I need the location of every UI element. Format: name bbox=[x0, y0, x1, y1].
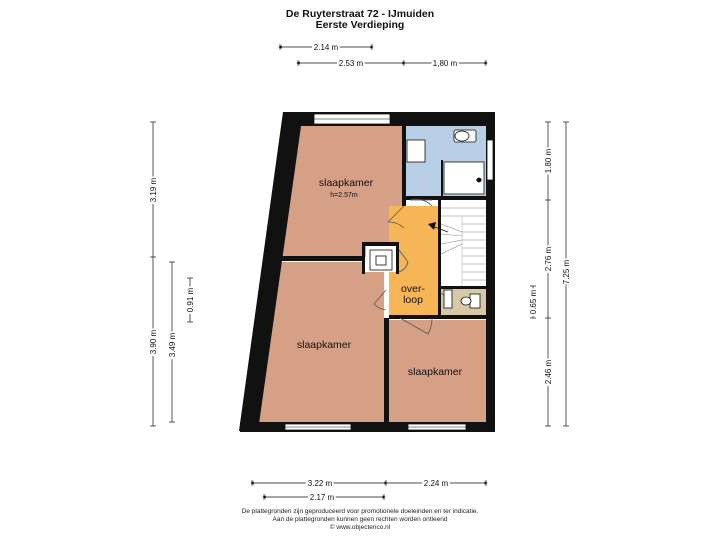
dimension-right-small bbox=[530, 285, 536, 319]
stairs-area bbox=[441, 200, 486, 288]
dimension-left-outer bbox=[150, 121, 156, 427]
dim-label-left-2: 3.90 m bbox=[149, 329, 158, 354]
plan-address: De Ruyterstraat 72 - IJmuiden bbox=[285, 8, 435, 20]
wall-bedroom-divider bbox=[276, 256, 363, 261]
south-wall bbox=[240, 422, 495, 432]
bedroom-top-fill bbox=[278, 126, 404, 257]
dimension-bottom-1 bbox=[250, 480, 488, 486]
sink-wc-icon bbox=[443, 289, 453, 309]
east-wall bbox=[486, 112, 495, 432]
wall-top-room-east bbox=[402, 126, 406, 206]
window-east-bath bbox=[486, 139, 494, 181]
west-wall bbox=[239, 112, 303, 431]
room-label-bedroom-right: slaapkamer bbox=[408, 366, 463, 378]
room-label-landing-2: loop bbox=[403, 294, 423, 306]
door-right-bedroom bbox=[399, 317, 433, 335]
dimension-right-inner bbox=[545, 121, 551, 427]
dimension-right-outer bbox=[563, 121, 569, 427]
toilet-bath-icon bbox=[453, 129, 477, 143]
plan-floor-name: Eerste Verdieping bbox=[315, 19, 405, 31]
dim-label-top-1: 2.14 m bbox=[314, 43, 339, 52]
dim-label-right-5: 2.46 m bbox=[544, 359, 553, 384]
dim-label-right-4: 0.65 m bbox=[529, 289, 538, 314]
dim-label-bottom-1a: 3.22 m bbox=[308, 479, 333, 488]
dim-label-left-4: 0.91 m bbox=[186, 287, 195, 312]
dim-label-right-1: 1.80 m bbox=[544, 148, 553, 173]
dim-label-top-2b: 1,80 m bbox=[433, 59, 458, 68]
dimension-left-inner bbox=[169, 261, 175, 423]
room-label-bedroom-left: slaapkamer bbox=[297, 339, 352, 351]
wall-right-room-top bbox=[389, 315, 486, 319]
dimension-top-1 bbox=[278, 44, 374, 50]
dimension-bottom-2 bbox=[262, 494, 386, 500]
footer-copyright: © www.objectenco.nl bbox=[329, 524, 391, 531]
wall-wc-top bbox=[441, 286, 486, 289]
dim-label-bottom-2: 2.17 m bbox=[310, 493, 335, 502]
closet-wall-right bbox=[396, 242, 399, 274]
stairs-direction-arrow bbox=[428, 222, 449, 233]
door-top-bedroom bbox=[387, 205, 405, 229]
room-height-bedroom-top: h=2.57m bbox=[330, 192, 358, 199]
wall-bath-inner bbox=[441, 160, 443, 196]
footer-disclaimer-2: Aan de plattegronden kunnen geen rechten… bbox=[272, 516, 448, 523]
staircase bbox=[440, 207, 486, 286]
sink-bath-icon bbox=[406, 139, 426, 163]
shower-icon bbox=[443, 161, 485, 195]
door-left-bedroom bbox=[373, 289, 387, 311]
bedroom-right-fill bbox=[389, 320, 486, 422]
closet-wall bbox=[362, 242, 365, 274]
toilet-wc-icon bbox=[460, 293, 481, 309]
wall-bath-south bbox=[406, 196, 486, 200]
room-label-landing-1: over- bbox=[401, 283, 425, 295]
washing-machine-icon bbox=[369, 249, 393, 271]
dim-label-top-2a: 2.53 m bbox=[339, 59, 364, 68]
dim-label-bottom-1b: 2.24 m bbox=[424, 479, 449, 488]
dimension-top-2 bbox=[296, 60, 488, 66]
room-label-bedroom-top: slaapkamer bbox=[319, 177, 374, 189]
door-bath bbox=[409, 198, 433, 207]
wall-landing-east bbox=[438, 200, 441, 316]
dim-label-right-3: 7.25 m bbox=[562, 259, 571, 284]
dimension-left-small bbox=[187, 277, 193, 323]
bedroom-left-fill bbox=[252, 262, 384, 422]
dim-label-left-3: 3.49 m bbox=[168, 332, 177, 357]
wall-center-vertical bbox=[384, 318, 389, 422]
footer-disclaimer-1: De plattegronden zijn geproduceerd voor … bbox=[241, 508, 479, 515]
closet-wall-top bbox=[362, 242, 399, 246]
dim-label-left-1: 3.19 m bbox=[149, 177, 158, 202]
dim-label-right-2: 2.76 m bbox=[544, 246, 553, 271]
door-closet bbox=[398, 249, 409, 273]
